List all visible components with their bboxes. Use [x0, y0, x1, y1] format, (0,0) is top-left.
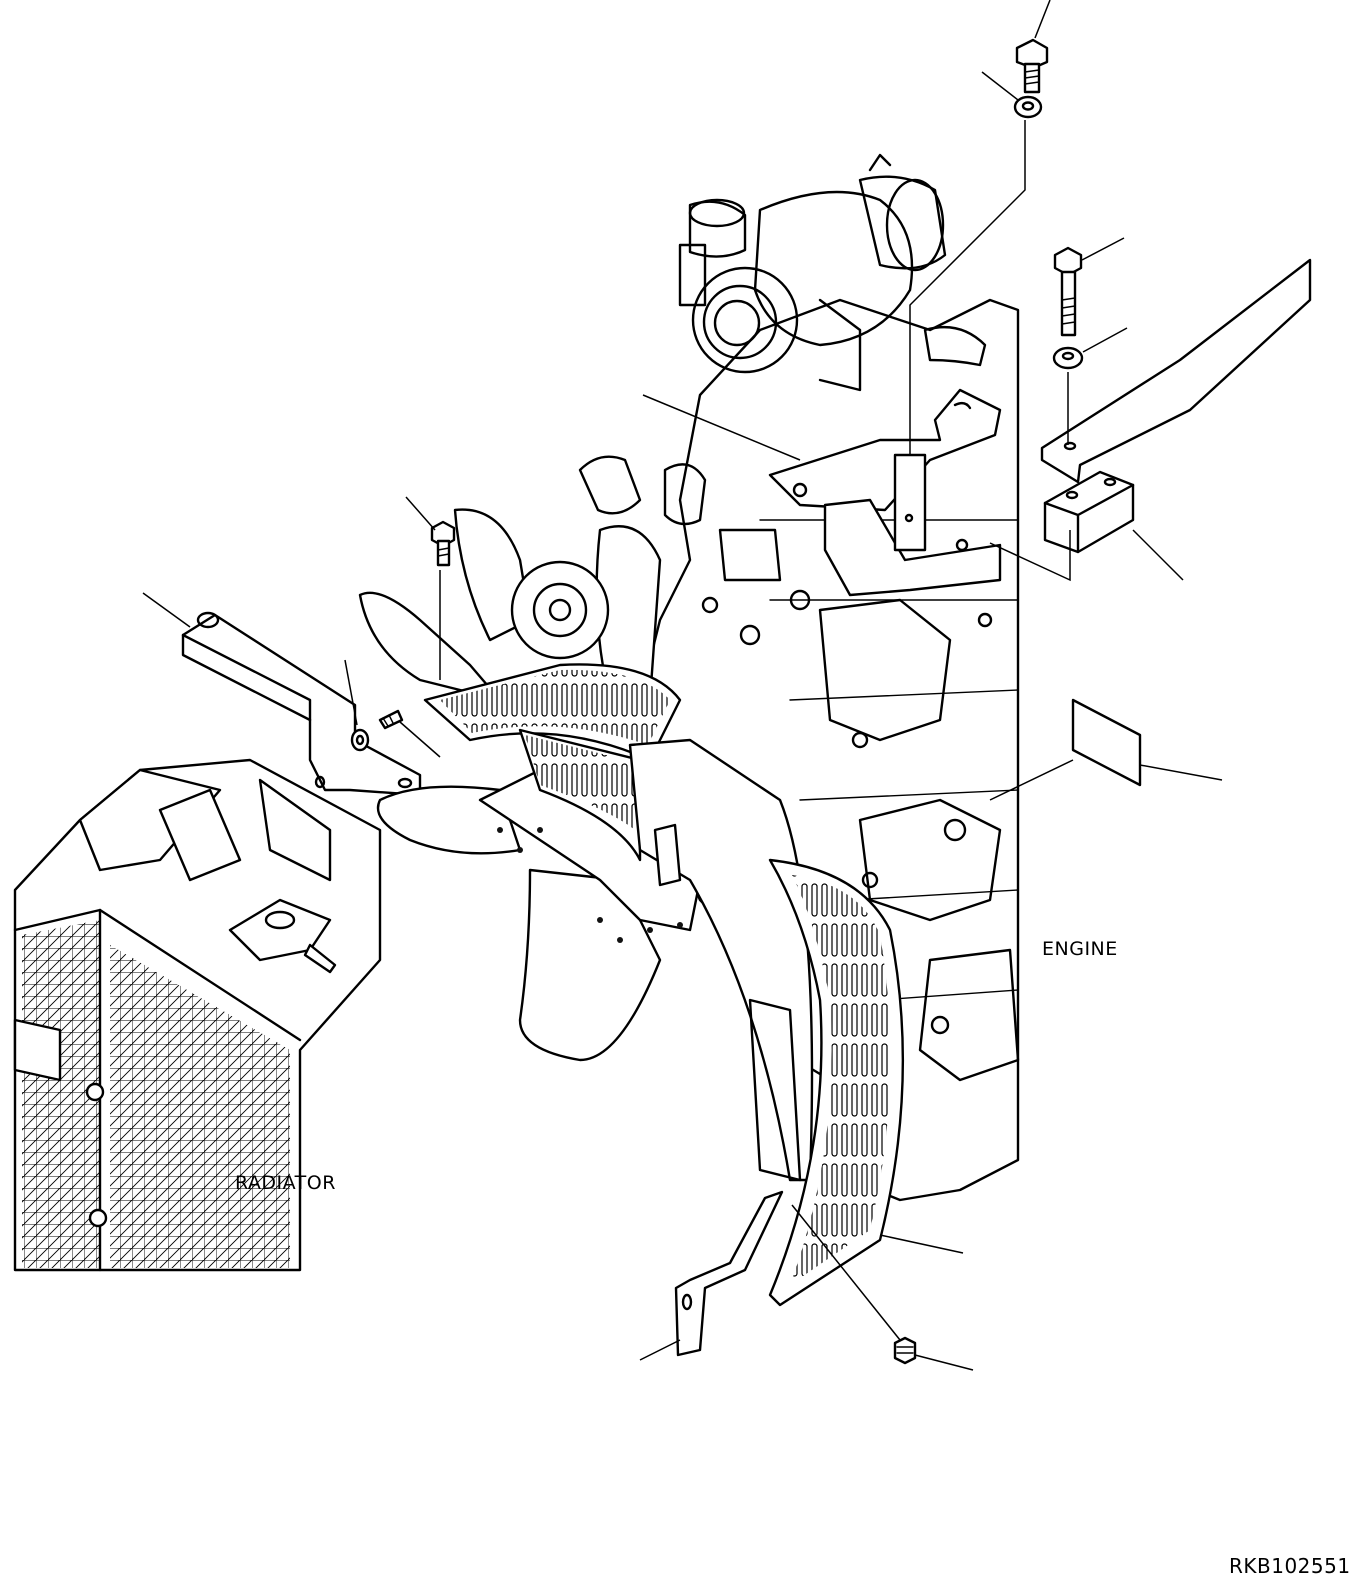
cooling-fan — [358, 508, 702, 1062]
stay-washer — [350, 728, 370, 752]
rubber-mount — [1043, 470, 1135, 554]
lower-bolt — [893, 1336, 917, 1365]
fan-guard — [423, 663, 905, 1307]
mount-bolt — [1053, 246, 1083, 337]
bolt-top — [1015, 38, 1049, 94]
caution-label-plate — [1071, 698, 1142, 787]
turbocharger — [678, 153, 987, 392]
washer-top — [1013, 95, 1043, 119]
frame-rail — [1040, 258, 1312, 484]
fan-guard-bolt — [430, 520, 456, 567]
leader-lines — [142, 0, 1223, 1371]
drawing-code: RKB102551 — [1229, 1554, 1351, 1578]
engine-mount-bracket — [768, 388, 1002, 597]
stay-bolt — [378, 709, 404, 730]
engine-label: ENGINE — [1042, 938, 1118, 960]
mount-washer — [1052, 346, 1084, 370]
radiator-label: RADIATOR — [235, 1172, 336, 1194]
lower-stay-bracket — [674, 1190, 784, 1357]
radiator — [13, 758, 382, 1272]
